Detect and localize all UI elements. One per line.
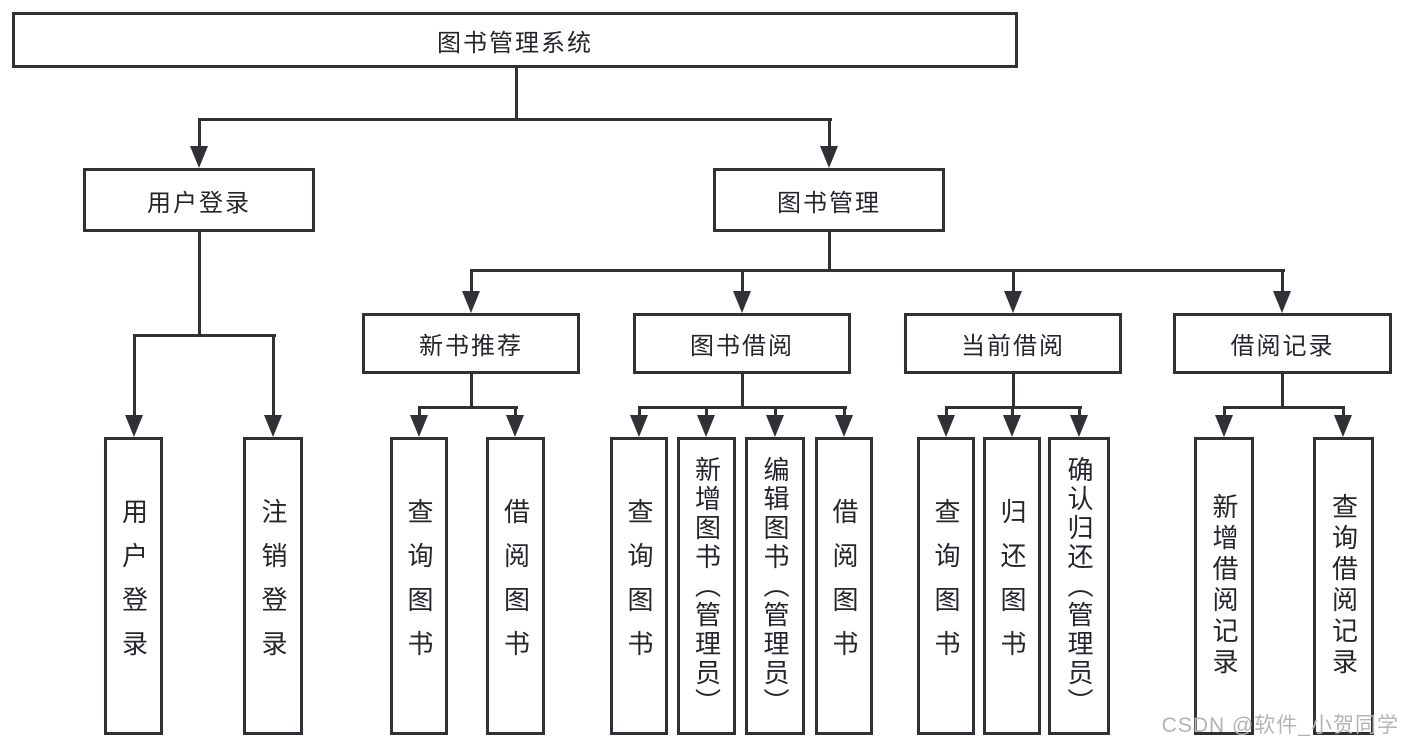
edge-line [133, 334, 276, 337]
leaf-label: 用户登录 [118, 498, 149, 674]
leaf-add-books-admin: 新增图书（管理员） [677, 437, 736, 735]
edge-line [638, 406, 847, 409]
edge-arrow-down [506, 415, 524, 437]
edge-line [1078, 406, 1081, 419]
edge-arrow-down [1273, 291, 1291, 313]
edge-line [774, 406, 777, 419]
edge-arrow-down [462, 291, 480, 313]
edge-arrow-down [766, 415, 784, 437]
edge-arrow-down [697, 415, 715, 437]
node-label: 图书管理系统 [437, 29, 593, 57]
edge-line [470, 374, 473, 409]
edge-arrow-down [1003, 415, 1021, 437]
leaf-label: 借阅图书 [500, 498, 531, 674]
leaf-user-login: 用户登录 [104, 437, 163, 735]
edge-line [828, 118, 831, 150]
leaf-query-books-recommend: 查询图书 [390, 437, 448, 735]
edge-line [843, 406, 846, 419]
edge-line [514, 406, 517, 419]
leaf-logout: 注销登录 [243, 437, 303, 735]
edge-arrow-down [1215, 415, 1233, 437]
leaf-confirm-return-admin: 确认归还（管理员） [1048, 437, 1110, 735]
leaf-borrow-books-recommend: 借阅图书 [486, 437, 545, 735]
node-new-book-recommendation: 新书推荐 [362, 313, 580, 374]
leaf-return-books: 归还图书 [983, 437, 1041, 735]
node-label: 图书借阅 [690, 333, 794, 360]
edge-line [418, 406, 518, 409]
leaf-label: 查询图书 [404, 498, 434, 674]
edge-line [515, 68, 518, 121]
leaf-borrow-books: 借阅图书 [815, 437, 873, 735]
leaf-query-borrow-record: 查询借阅记录 [1313, 437, 1374, 735]
leaf-add-borrow-record: 新增借阅记录 [1194, 437, 1254, 735]
edge-line [828, 232, 831, 272]
edge-arrow-down [410, 415, 428, 437]
edge-arrow-down [630, 415, 648, 437]
edge-line [705, 406, 708, 419]
leaf-edit-books-admin: 编辑图书（管理员） [745, 437, 805, 735]
edge-line [1223, 406, 1226, 419]
leaf-label: 新增图书（管理员） [691, 455, 722, 717]
node-label: 新书推荐 [419, 333, 523, 360]
edge-line [1012, 269, 1015, 295]
leaf-label: 注销登录 [258, 498, 288, 674]
edge-line [198, 118, 832, 121]
edge-line [945, 406, 948, 419]
node-label: 借阅记录 [1230, 333, 1335, 360]
edge-line [1012, 374, 1015, 409]
edge-line [1011, 406, 1014, 419]
edge-line [1342, 406, 1345, 419]
leaf-label: 新增借阅记录 [1209, 493, 1239, 679]
node-label: 图书管理 [777, 189, 881, 217]
node-library-management-system: 图书管理系统 [12, 12, 1018, 68]
leaf-query-books-current: 查询图书 [917, 437, 975, 735]
edge-line [470, 269, 473, 295]
edge-line [638, 406, 641, 419]
leaf-label: 借阅图书 [829, 498, 859, 674]
leaf-label: 查询图书 [624, 498, 654, 674]
leaf-label: 确认归还（管理员） [1064, 455, 1094, 717]
edge-arrow-down [190, 146, 208, 168]
leaf-label: 查询借阅记录 [1328, 493, 1359, 679]
leaf-label: 编辑图书（管理员） [760, 455, 790, 717]
edge-line [133, 334, 136, 418]
edge-arrow-down [820, 146, 838, 168]
edge-arrow-down [835, 415, 853, 437]
node-user-login: 用户登录 [83, 168, 315, 232]
edge-line [1223, 406, 1345, 409]
watermark: CSDN @软件_小贺同学 [1161, 714, 1399, 737]
edge-line [198, 118, 201, 150]
edge-arrow-down [1334, 415, 1352, 437]
edge-arrow-down [733, 291, 751, 313]
node-book-management: 图书管理 [713, 168, 945, 232]
leaf-label: 查询图书 [931, 498, 961, 674]
edge-arrow-down [125, 415, 143, 437]
edge-line [418, 406, 421, 419]
edge-line [741, 374, 744, 409]
edge-arrow-down [937, 415, 955, 437]
edge-arrow-down [1070, 415, 1088, 437]
edge-line [1281, 269, 1284, 295]
node-label: 用户登录 [147, 189, 251, 217]
edge-line [272, 334, 275, 418]
node-borrowing-records: 借阅记录 [1173, 313, 1392, 374]
node-book-borrowing: 图书借阅 [633, 313, 851, 374]
edge-arrow-down [1004, 291, 1022, 313]
edge-arrow-down [264, 415, 282, 437]
edge-line [741, 269, 744, 295]
node-current-borrowing: 当前借阅 [904, 313, 1122, 374]
leaf-query-books: 查询图书 [610, 437, 668, 735]
edge-line [470, 269, 1285, 272]
node-label: 当前借阅 [961, 333, 1065, 360]
leaf-label: 归还图书 [997, 498, 1027, 674]
edge-line [1281, 374, 1284, 409]
edge-line [198, 232, 201, 337]
